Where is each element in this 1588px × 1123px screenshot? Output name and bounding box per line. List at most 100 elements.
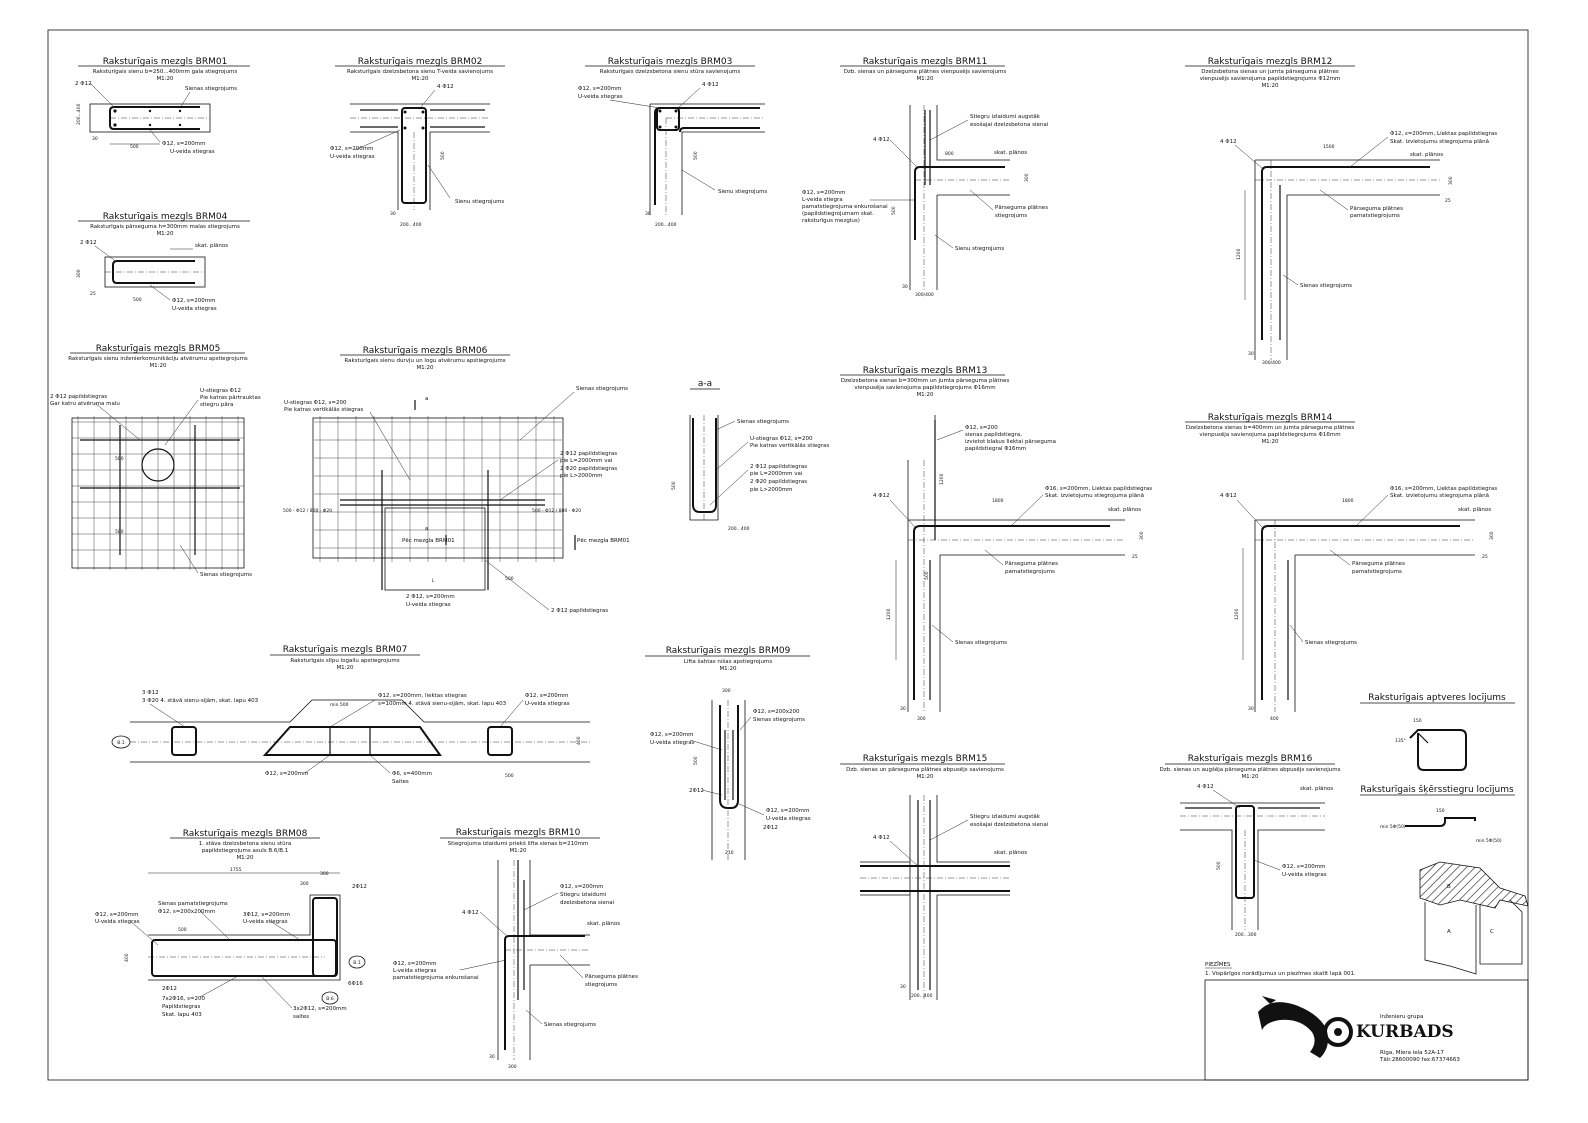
- dim: 300: [300, 881, 309, 887]
- dim: 300/400: [1262, 360, 1281, 366]
- node-title: Raksturīgais mezgls BRM09: [666, 646, 791, 656]
- label: Gar katru atvēruma malu: [50, 401, 120, 407]
- detail-title: Raksturīgais aptveres locījums: [1368, 693, 1506, 703]
- label: skat. plānos: [195, 243, 228, 249]
- node-scale: M1:20: [416, 365, 434, 371]
- dim: 200...400: [911, 993, 933, 999]
- dim: 300: [1024, 173, 1030, 182]
- node-subtitle: vienpusēja savienojuma papildstiegrojums…: [1199, 432, 1340, 438]
- dim: min 5Φ(50): [1380, 824, 1406, 830]
- node-scale: M1:20: [916, 392, 934, 398]
- label: U-veida stiegras: [406, 602, 451, 608]
- node-scale: M1:20: [1261, 439, 1279, 445]
- label: Skat. izvietojumu stiegrojuma plānā: [1390, 493, 1489, 499]
- dim: 210: [725, 850, 734, 856]
- company-prefix: Inženieru grupa: [1380, 1013, 1423, 1020]
- dim: 1500: [1323, 144, 1335, 150]
- dim: 500: [924, 571, 930, 580]
- node-subtitle: Raksturīgais dzelzsbetona sienu stūra sa…: [600, 69, 741, 75]
- label: 2 Φ12 papildstiegras: [560, 451, 617, 457]
- node-scale: M1:20: [411, 76, 429, 82]
- label: Pārseguma plātnes: [585, 974, 638, 980]
- dim: 500: [178, 927, 187, 933]
- label: 3 Φ20 4. stāvā sienu-sijām, skat. lapu 4…: [142, 698, 259, 704]
- notes-heading: PIEZĪMES: [1205, 961, 1231, 968]
- node-scale: M1:20: [509, 848, 527, 854]
- section-aa: a-a Sienas stiegrojums U-stiegras Φ12, s…: [671, 379, 829, 532]
- label: pamatstiegrojums: [1005, 569, 1055, 575]
- label: Stiegru izlaidumi augstāk: [970, 814, 1041, 820]
- label: Φ12, s=200mm: [766, 808, 810, 814]
- dim: 150: [1413, 718, 1422, 724]
- label: Φ12, s=200mm: [330, 146, 374, 152]
- label: Φ12, s=200mm: [802, 190, 846, 196]
- label: U-stiegras Φ12: [200, 388, 241, 394]
- node-brm06: Raksturīgais mezgls BRM06 Raksturīgais s…: [283, 346, 630, 614]
- node-scale: M1:20: [916, 774, 934, 780]
- node-title: Raksturīgais mezgls BRM10: [456, 828, 581, 838]
- label: Saites: [392, 779, 409, 785]
- node-scale: M1:20: [336, 665, 354, 671]
- label: 4 Φ12: [873, 835, 890, 841]
- label: L-veida stiegras: [393, 968, 437, 974]
- rebar-grid: [314, 416, 562, 562]
- label: 3Φ12, s=200mm: [243, 912, 290, 918]
- dim: 30: [902, 284, 908, 290]
- node-brm03: Raksturīgais mezgls BRM03 Raksturīgais d…: [578, 57, 767, 228]
- dim: 25: [1482, 554, 1488, 560]
- dim: 30: [1248, 351, 1254, 357]
- label: U-veida stiegras: [1282, 872, 1327, 878]
- label: U-veida stiegras: [95, 919, 140, 925]
- dim: 300: [76, 269, 82, 278]
- label: Φ16, s=200mm, Liektas papildstiegras: [1390, 486, 1497, 492]
- title-block: Inženieru grupa KURBADS Rīga, Miera iela…: [1204, 979, 1529, 1081]
- node-brm04: Raksturīgais mezgls BRM04 Raksturīgais p…: [76, 212, 250, 312]
- label: 4 Φ12: [873, 493, 890, 499]
- label: 2 Φ12, s=200mm: [406, 594, 455, 600]
- label: stiegrojums: [995, 213, 1027, 219]
- label: Φ12, s=200mm: [95, 912, 139, 918]
- label: Sienas stiegrojums: [955, 640, 1007, 646]
- node-scale: M1:20: [719, 666, 737, 672]
- label: Φ12, s=200x200mm: [158, 909, 215, 915]
- dim: 30: [92, 136, 98, 142]
- label: Φ12, s=200mm: [162, 141, 206, 147]
- label: 2 Φ12 papildstiegras: [50, 394, 107, 400]
- label: U-stiegras Φ12, s=200: [284, 400, 347, 406]
- label: skat. plānos: [994, 150, 1027, 156]
- node-subtitle: papildstiegrojums asuīs B.6/B.1: [202, 848, 289, 854]
- node-scale: M1:20: [1241, 774, 1259, 780]
- label: Φ12, s=200x200: [753, 709, 800, 715]
- node-subtitle: Raksturīgais sienu durvju un logu atvēru…: [344, 358, 505, 364]
- dim: 150: [1436, 808, 1445, 814]
- dim: min 500: [330, 702, 349, 708]
- label: U-veida stiegras: [243, 919, 288, 925]
- node-title: Raksturīgais mezgls BRM06: [363, 346, 488, 356]
- label: Pie katras vertikālās stiegras: [284, 407, 363, 413]
- dim: 500 - Φ12 / 800 - Φ20: [532, 508, 581, 514]
- label: Pēc mezgla BRM01: [577, 538, 630, 544]
- node-subtitle: Dzelzsbetona sienas b=300mm un jumta pār…: [841, 378, 1010, 384]
- node-scale: M1:20: [156, 231, 174, 237]
- label: 2Φ12: [689, 788, 704, 794]
- label: Φ12, s=200mm: [172, 298, 216, 304]
- axis-marker: B.1: [117, 740, 125, 746]
- keyplan-label: A: [1447, 929, 1451, 935]
- label: U-veida stiegras: [650, 740, 695, 746]
- label: 4 Φ12: [702, 82, 719, 88]
- label: Pie katras vertikālās stiegras: [750, 443, 829, 449]
- node-brm02: Raksturīgais mezgls BRM02 Raksturīgais d…: [330, 57, 505, 228]
- dim: 500: [693, 756, 699, 765]
- dim: 1800: [1342, 498, 1354, 504]
- label: U-stiegras Φ12, s=200: [750, 436, 813, 442]
- dim: 500: [115, 456, 124, 462]
- label: Φ12, s=200mm: [650, 732, 694, 738]
- notes-block: PIEZĪMES 1. Vispārīgos norādījumus un pi…: [1205, 961, 1356, 977]
- node-brm13: Raksturīgais mezgls BRM13 Dzelzsbetona s…: [840, 366, 1152, 722]
- phone: Tālr.28600090 fax:67374663: [1379, 1057, 1460, 1063]
- dim: 400: [576, 736, 582, 745]
- dim: 300: [917, 716, 926, 722]
- dim: min 5Φ(50): [1476, 838, 1502, 844]
- node-brm14: Raksturīgais mezgls BRM14 Dzelzsbetona s…: [1185, 413, 1497, 722]
- label: 2 Φ12: [80, 240, 97, 246]
